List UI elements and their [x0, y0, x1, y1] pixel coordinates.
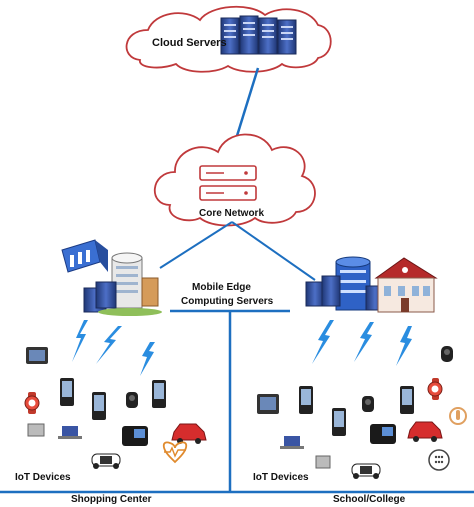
tablet-icon	[257, 394, 279, 414]
heart-monitor-icon	[162, 441, 188, 464]
mec-servers-label-line2: Computing Servers	[181, 296, 274, 307]
self-driving-car-icon	[91, 453, 121, 469]
mec-servers-label-line1: Mobile Edge	[192, 282, 251, 293]
wireless-signal-icons	[72, 320, 412, 376]
left-iot-devices	[24, 347, 207, 469]
laptop-icon	[58, 426, 82, 439]
mobile-phone-icon	[152, 380, 166, 408]
security-camera-icon	[441, 346, 453, 362]
core-network-label: Core Network	[199, 208, 265, 219]
tablet-icon	[26, 347, 48, 364]
smart-meter-icon	[428, 449, 450, 471]
mobile-phone-icon	[332, 408, 346, 436]
security-camera-icon	[126, 392, 138, 408]
link-core-to-left-site	[159, 221, 233, 269]
security-camera-icon	[362, 396, 374, 412]
smartwatch-icon	[24, 392, 40, 414]
right-iot-devices-label: IoT Devices	[253, 472, 309, 483]
left-iot-devices-label: IoT Devices	[15, 472, 71, 483]
desk-phone-icon	[122, 426, 148, 446]
car-icon	[407, 421, 443, 442]
cloud-server-racks-icon	[220, 15, 297, 55]
mobile-phone-icon	[60, 378, 74, 406]
mobile-phone-icon	[400, 386, 414, 414]
laptop-icon	[280, 436, 304, 449]
shopping-center-building-icon	[61, 239, 162, 316]
right-iot-devices	[257, 346, 467, 479]
shopping-center-label: Shopping Center	[71, 494, 152, 505]
desk-phone-icon	[370, 424, 396, 444]
school-college-building-icon	[305, 256, 438, 313]
school-college-label: School/College	[333, 494, 406, 505]
thermostat-icon	[449, 407, 467, 425]
cloud-servers-label: Cloud Servers	[152, 37, 227, 49]
smartwatch-icon	[427, 378, 443, 400]
router-icon	[27, 423, 45, 437]
link-core-to-right-site	[231, 221, 316, 281]
router-icon	[315, 455, 331, 469]
mobile-phone-icon	[92, 392, 106, 420]
core-server-icon	[199, 165, 257, 201]
mobile-phone-icon	[299, 386, 313, 414]
car-icon	[171, 423, 207, 444]
self-driving-car-icon	[351, 463, 381, 479]
